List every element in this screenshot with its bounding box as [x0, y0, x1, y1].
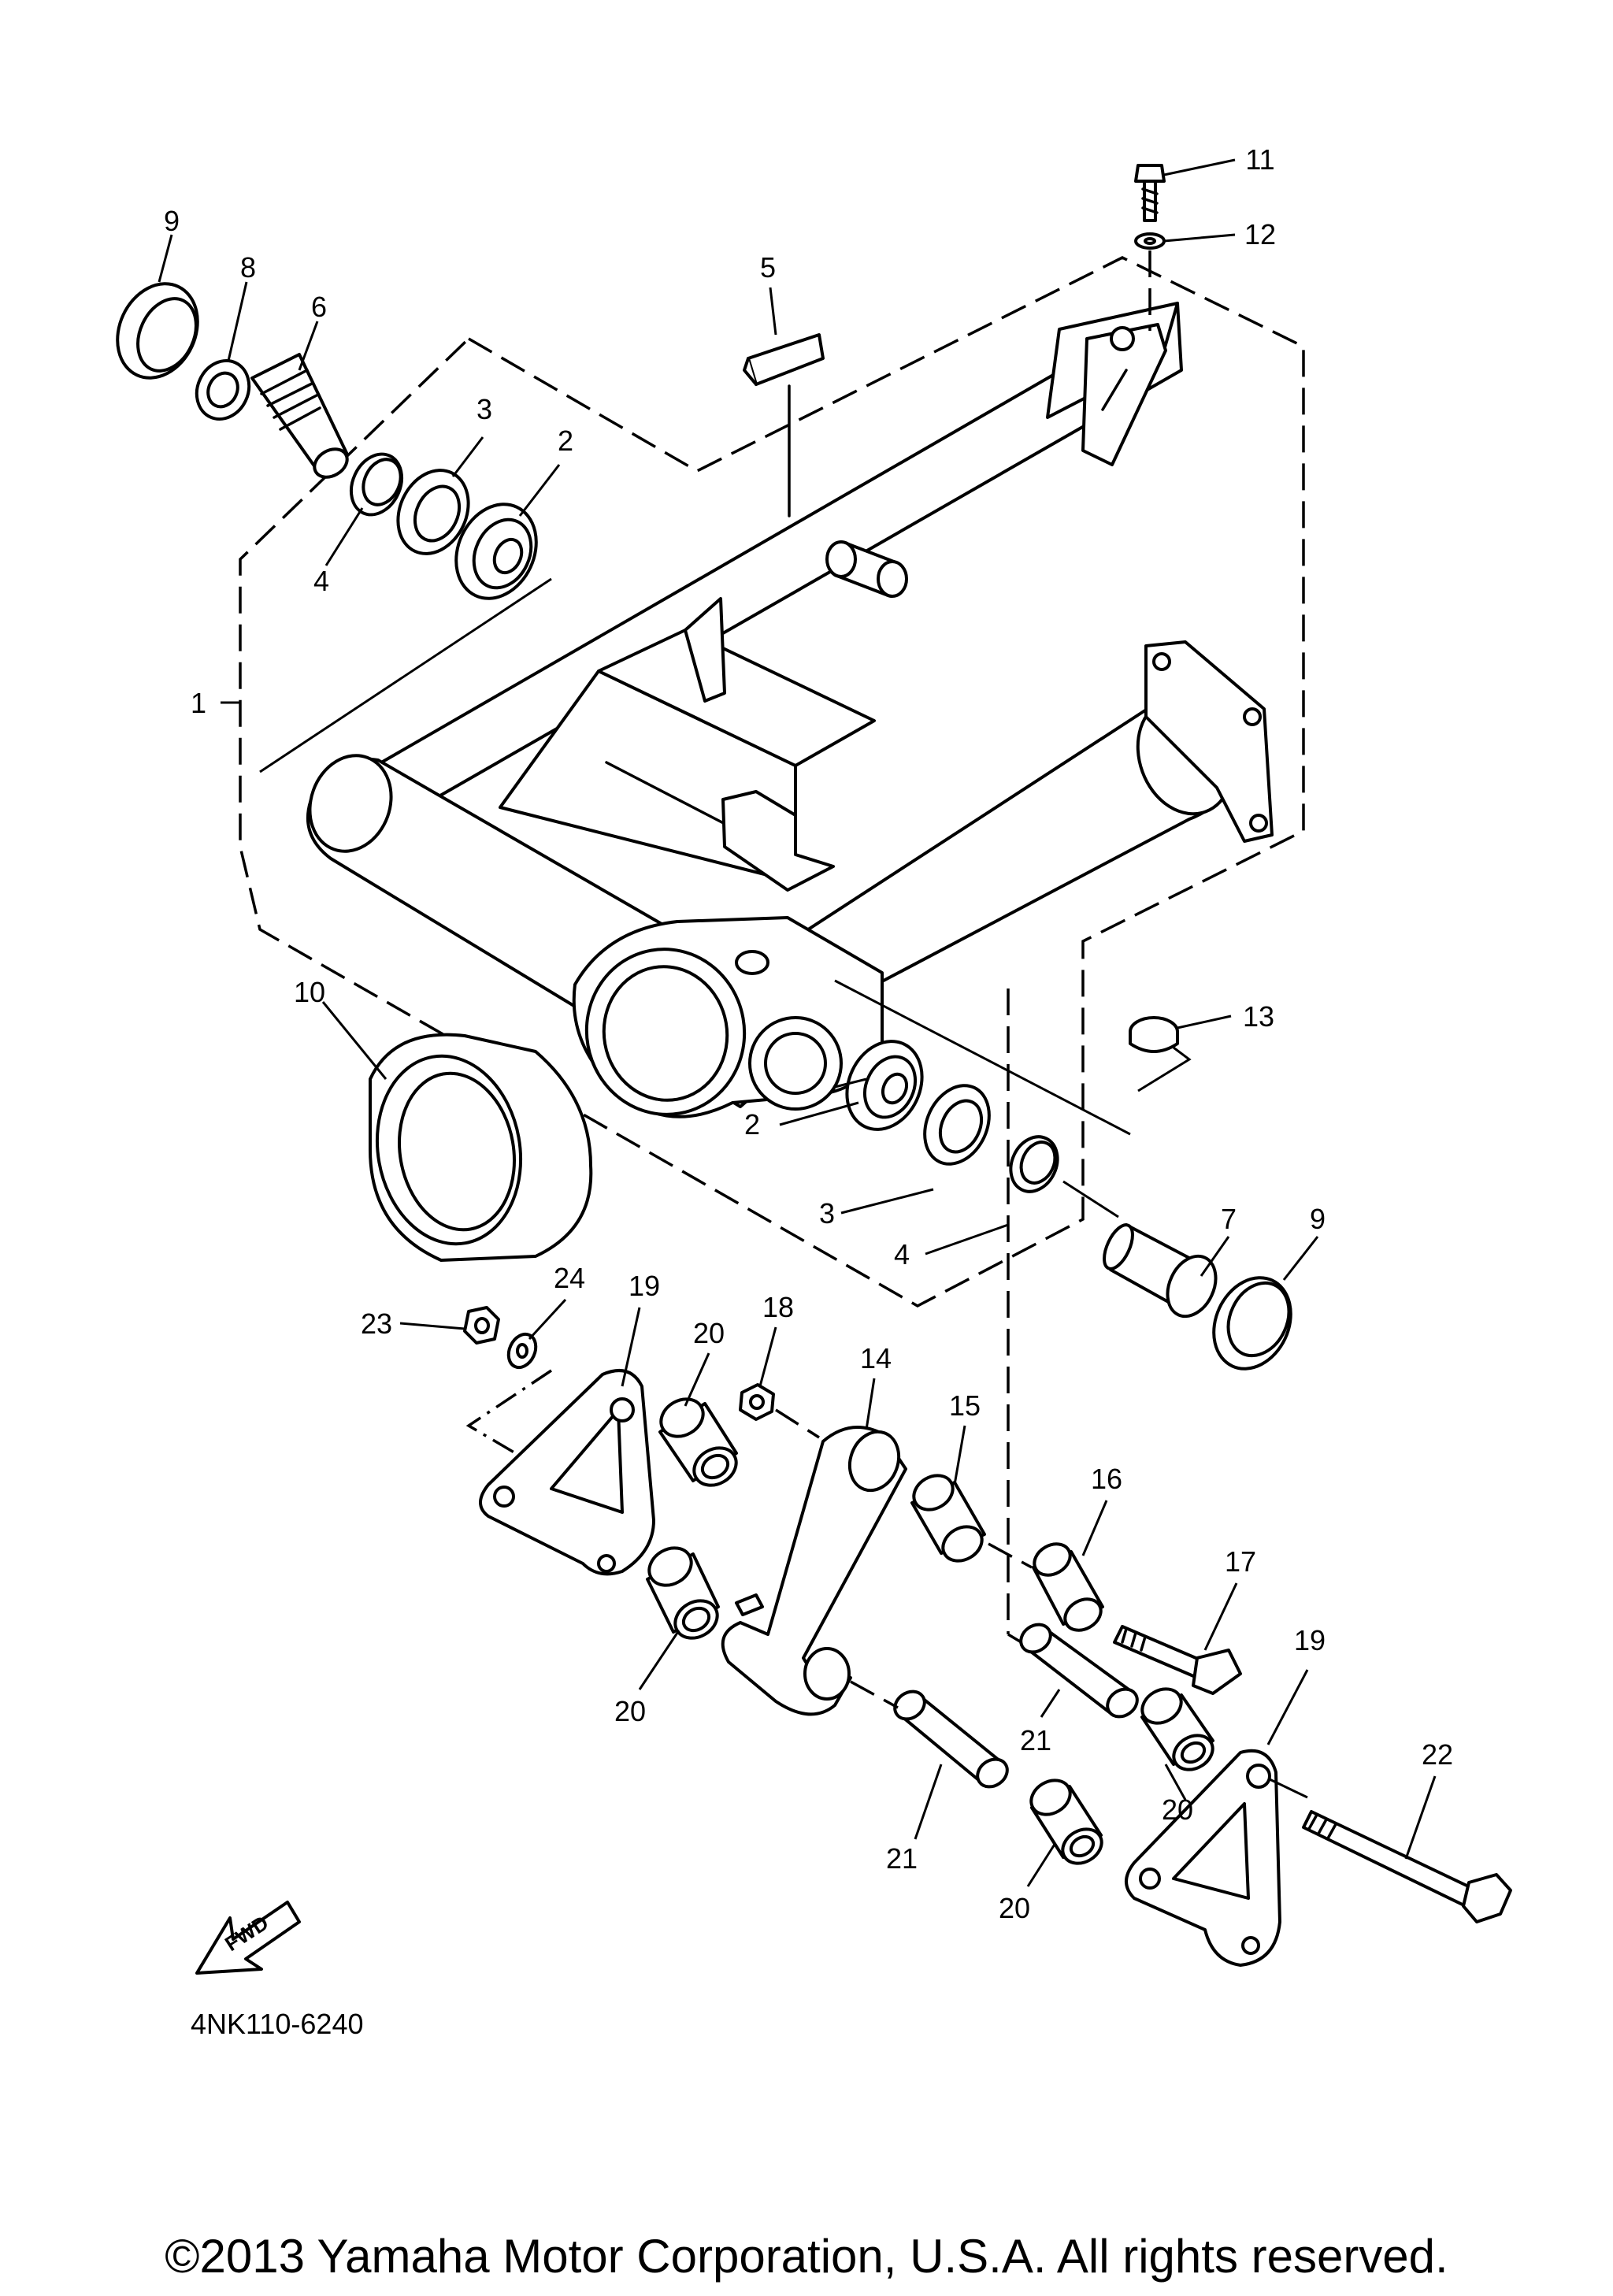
callout-3-right: 3	[819, 1197, 835, 1230]
collar-16	[1032, 1542, 1104, 1632]
callout-22: 22	[1422, 1738, 1453, 1771]
callout-12: 12	[1244, 218, 1276, 250]
dust-seal-9-right	[1212, 1276, 1292, 1371]
callout-4-right: 4	[894, 1238, 910, 1270]
callout-21-right: 21	[1020, 1724, 1051, 1756]
callout-20-upper-left: 20	[693, 1317, 725, 1349]
callout-23: 23	[361, 1307, 392, 1340]
collar-20-right-lower	[1029, 1779, 1103, 1865]
collar-4-right	[1009, 1135, 1059, 1193]
callout-8: 8	[240, 251, 256, 284]
forward-arrow-icon: FWD	[195, 1901, 301, 1975]
pivot-shaft-7	[1103, 1223, 1218, 1319]
bolt-22	[1302, 1810, 1512, 1923]
callout-19-left: 19	[629, 1270, 660, 1302]
cap-13	[1129, 1016, 1192, 1092]
nut-18-axis	[775, 1408, 820, 1439]
callout-11: 11	[1245, 143, 1274, 176]
callout-leaders	[158, 158, 1437, 1887]
callout-10: 10	[294, 976, 325, 1008]
callout-9-left: 9	[164, 205, 180, 237]
bearing-2-left	[454, 503, 538, 600]
rod-axis-lower	[850, 1680, 899, 1709]
callout-24: 24	[554, 1262, 585, 1294]
collar-20-lower-left	[646, 1546, 720, 1640]
shaft-axis-left	[259, 577, 552, 773]
callout-20-lower-left: 20	[614, 1695, 646, 1727]
collar-21-right	[1019, 1623, 1139, 1719]
callout-21-left: 21	[886, 1842, 918, 1875]
callout-9-right: 9	[1310, 1203, 1326, 1235]
bolt-22-axis	[1267, 1777, 1308, 1799]
oil-seal-3-right	[923, 1084, 991, 1166]
callout-2-right: 2	[744, 1108, 760, 1141]
collar-21-left	[893, 1690, 1009, 1789]
callout-5: 5	[760, 251, 776, 284]
callout-13: 13	[1243, 1000, 1274, 1033]
pivot-shaft-6	[250, 353, 349, 479]
swingarm-assembly-boundary	[239, 256, 1305, 1307]
callout-numbers: 9 8 6 4 3 2 1 5 11 12 13 10 2 3 4 7 9 23…	[164, 143, 1453, 1924]
connecting-rod-14	[721, 1426, 907, 1716]
washer-24	[506, 1332, 538, 1370]
relay-arm-19-right	[1125, 1749, 1281, 1967]
relay-arm-19-left	[479, 1369, 655, 1576]
callout-19-right: 19	[1294, 1624, 1326, 1656]
callout-4-left: 4	[313, 565, 329, 597]
callout-7: 7	[1221, 1203, 1237, 1235]
callout-20-right-lower: 20	[999, 1892, 1030, 1924]
callout-1: 1	[191, 687, 206, 719]
bolt-11	[1134, 164, 1166, 222]
bracket-axis-left	[465, 1369, 552, 1467]
rear-arm	[306, 302, 1274, 1118]
collar-20-right-upper	[1140, 1687, 1214, 1771]
callout-16: 16	[1091, 1463, 1122, 1495]
diagram-code: 4NK110-6240	[191, 2008, 364, 2040]
oil-seal-3-left	[396, 469, 470, 555]
axis-right-2	[1062, 1180, 1119, 1218]
callout-18: 18	[762, 1291, 794, 1323]
callout-20-right-upper: 20	[1162, 1793, 1193, 1826]
nut-18	[739, 1383, 775, 1421]
axis-right-1	[834, 1078, 867, 1089]
chain-pad	[743, 333, 825, 517]
callout-15: 15	[949, 1389, 981, 1422]
collar-15-axis	[988, 1542, 1033, 1569]
nut-8	[195, 359, 251, 421]
callout-3-left: 3	[476, 393, 492, 425]
bolt-17	[1113, 1625, 1242, 1695]
collar-15	[910, 1474, 986, 1563]
callout-6: 6	[311, 291, 327, 323]
callout-2-left: 2	[558, 425, 573, 457]
callout-14: 14	[860, 1342, 892, 1374]
washer-12	[1134, 232, 1166, 331]
collar-20-upper-left	[658, 1397, 738, 1487]
dust-seal-9-left	[116, 282, 199, 380]
copyright-notice: ©2013 Yamaha Motor Corporation, U.S.A. A…	[165, 2230, 1448, 2283]
nut-23	[463, 1306, 500, 1345]
callout-17: 17	[1225, 1545, 1256, 1578]
dust-cover-10	[369, 1033, 593, 1262]
spacer-tube	[825, 540, 908, 598]
bearing-2-right	[845, 1040, 924, 1131]
cap-axis	[834, 979, 1131, 1136]
collar-4-left	[349, 452, 404, 517]
